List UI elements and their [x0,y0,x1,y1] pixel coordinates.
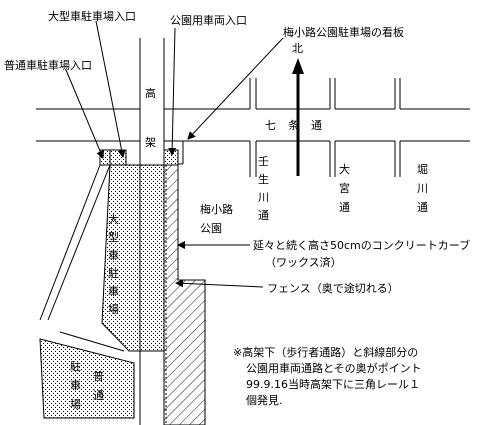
park-label-2: 公園 [200,222,222,235]
svg-text:車: 車 [108,248,119,262]
svg-text:型: 型 [108,230,119,244]
signboard-label: 梅小路公園駐車場の看板 [283,25,404,39]
large-lot-label: 大 型 車 駐 車 場 [108,212,119,316]
svg-text:壬: 壬 [258,155,269,168]
svg-text:駐: 駐 [70,359,81,373]
svg-text:場: 場 [70,398,81,411]
footnote-line-4: 個発見. [246,394,283,407]
overpass-label-2: 架 [145,136,156,149]
svg-text:通: 通 [93,389,104,402]
svg-text:堀: 堀 [417,163,428,176]
svg-text:普: 普 [93,369,104,383]
footnote-line-3: 99.9.16当時高架下に三角レール１ [246,378,420,391]
svg-text:大: 大 [339,162,350,176]
park-entrance-label: 公園用車両入口 [170,13,247,27]
svg-text:通: 通 [311,119,322,132]
curb-label-2: （ワックス済） [265,255,342,269]
park-label-1: 梅小路 [200,202,233,216]
large-entrance-label: 大型車駐車場入口 [48,9,136,23]
shichijo-road [36,78,470,177]
leader-lines [65,20,284,288]
normal-lot-label: 駐 車 場 普 通 [70,359,104,411]
mibugawa-road-label: 壬 生 川 通 [258,155,269,222]
normal-vehicle-lot [39,338,135,419]
fence-label: フェンス（奥で途切れる） [267,281,399,295]
footnote: ※高架下（歩行者通路）と斜線部分の 公園用車両通路とその奥がポイント 99.9.… [233,345,495,409]
large-vehicle-lot [101,164,165,352]
svg-text:駐: 駐 [108,266,119,280]
horikawa-road-label: 堀 川 通 [417,163,428,214]
svg-text:川: 川 [258,191,269,204]
footnote-line-1: ※高架下（歩行者通路）と斜線部分の [233,346,419,359]
curb-label-1: 延々と続く高さ50cmのコンクリートカーブ [253,238,470,252]
north-label: 北 [292,42,303,55]
svg-text:条: 条 [288,118,299,132]
svg-text:車: 車 [70,378,81,392]
shichijo-road-label: 七 条 通 [265,118,322,132]
svg-text:通: 通 [339,201,350,214]
svg-text:場: 場 [108,303,119,316]
normal-entrance-marker [99,149,111,166]
omiya-road-label: 大 宮 通 [339,162,350,214]
svg-text:通: 通 [417,201,428,214]
svg-text:生: 生 [258,172,269,186]
park-entrance-marker [163,149,179,166]
svg-text:車: 車 [108,284,119,298]
west-boundary [39,164,125,352]
svg-text:通: 通 [258,209,269,222]
svg-text:川: 川 [417,182,428,195]
park-vehicle-road [163,164,206,425]
svg-text:宮: 宮 [339,181,350,195]
footnote-line-2: 公園用車両通路とその奥がポイント [246,362,422,375]
overpass-label-1: 高 [145,86,156,100]
svg-text:大: 大 [108,212,119,226]
large-entrance-marker [109,149,127,166]
svg-text:七: 七 [265,119,276,132]
normal-entrance-label: 普通車駐車場入口 [4,58,92,72]
north-arrow: 北 [292,42,304,176]
